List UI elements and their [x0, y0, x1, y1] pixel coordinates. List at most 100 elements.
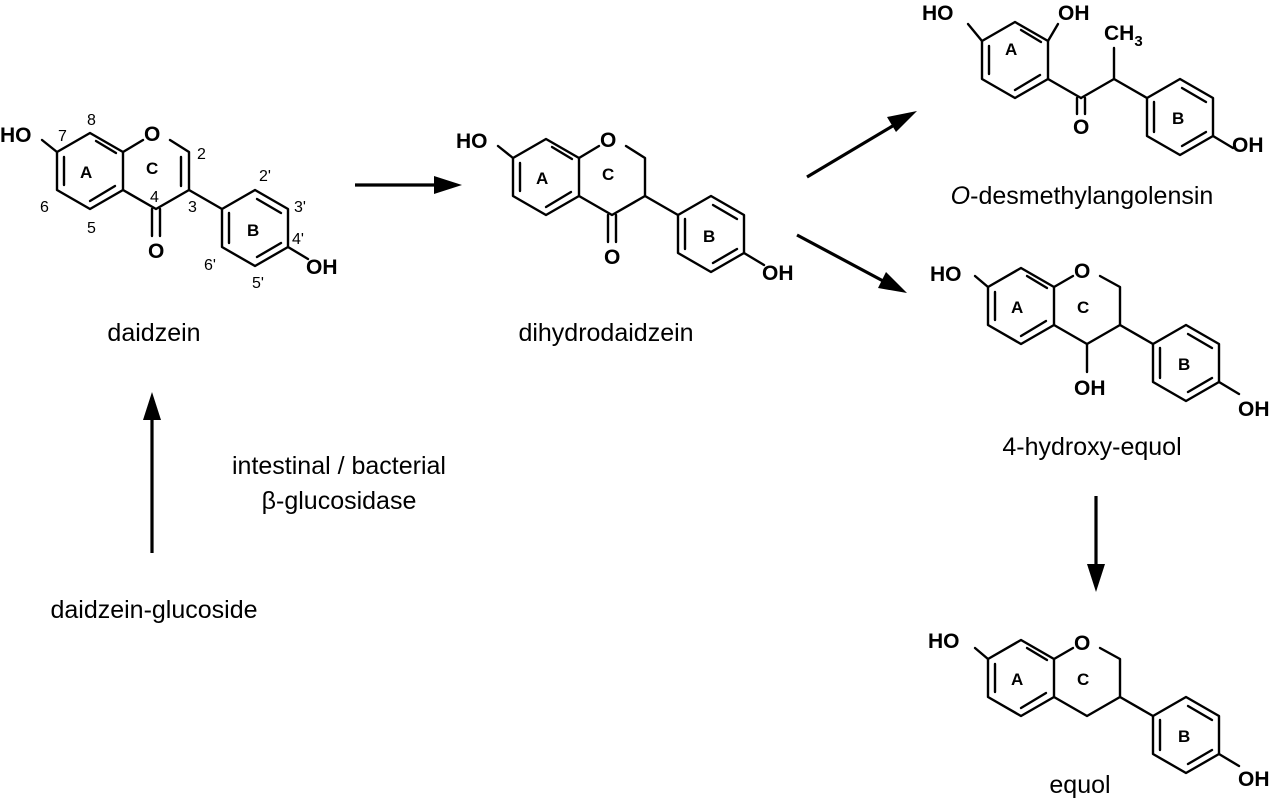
arrow-dihydrodaidzein-to-odma-shaft	[806, 122, 897, 179]
daidzein-o1-label: O	[144, 123, 160, 146]
daidzein-position-3p: 3'	[294, 199, 306, 216]
daidzein-structure: HO O O OH A C B 7 8 2 4 6 5 3 2' 3' 4' 5…	[0, 112, 338, 347]
dihydrodaidzein-ring-b-double-2	[711, 203, 739, 221]
daidzein-ring-a-label: A	[80, 163, 92, 182]
odma-ring-b-label: B	[1172, 109, 1184, 128]
odma-ch-text: CH	[1104, 22, 1134, 45]
equol-ring-a-double-3	[1025, 646, 1049, 662]
equol-ring-b-label: B	[1178, 727, 1190, 746]
enzyme-label-line-1: intestinal / bacterial	[232, 452, 446, 480]
equol-ring-c-label: C	[1077, 670, 1089, 689]
dihydrodaidzein-c4p-oh-bond	[742, 251, 766, 267]
arrow-hydroxy-equol-to-equol	[1087, 496, 1105, 592]
daidzein-ring-c-label: C	[146, 159, 158, 178]
odma-carbonyl-o-label: O	[1073, 116, 1089, 139]
arrow-hydroxy-equol-to-equol-head	[1087, 564, 1105, 592]
equol-o1-label: O	[1074, 632, 1090, 655]
equol-ring-b-double-2	[1186, 704, 1214, 722]
daidzein-ring-b-label: B	[247, 221, 259, 240]
odma-ring-a-label: A	[1005, 40, 1017, 59]
odma-ch3-subscript: 3	[1134, 33, 1142, 50]
daidzein-position-3: 3	[188, 199, 197, 216]
odma-ring-a-double-2	[1013, 73, 1042, 92]
daidzein-carbonyl-o-label: O	[148, 240, 164, 263]
odma-ring-a-double-3	[1019, 28, 1043, 44]
daidzein-c4p-oh-bond	[286, 245, 310, 261]
dihydrodaidzein-o1-label: O	[600, 129, 616, 152]
equol-structure: HO O OH A C B equol	[928, 630, 1270, 799]
daidzein-bond-c8a-o1	[121, 138, 145, 154]
hydroxy-equol-ring-a-label: A	[1011, 298, 1023, 317]
daidzein-position-4: 4	[150, 189, 159, 206]
daidzein-position-7: 7	[58, 128, 67, 145]
odma-ring-b-double-2	[1180, 86, 1208, 104]
arrow-dihydrodaidzein-to-hydroxy-equol	[796, 233, 907, 293]
dihydrodaidzein-oh-label: OH	[762, 262, 794, 285]
arrow-dihydrodaidzein-to-odma	[806, 111, 917, 179]
hydroxy-equol-oh-label: OH	[1238, 398, 1270, 421]
hydroxy-equol-bond-c8a-o1	[1052, 274, 1075, 289]
daidzein-c7-oh-bond	[40, 138, 59, 154]
hydroxy-equol-c7-oh-bond	[973, 274, 990, 289]
arrow-dihydrodaidzein-to-hydroxy-equol-head	[878, 272, 907, 293]
arrow-dihydrodaidzein-to-odma-head	[887, 111, 917, 132]
glucoside-name: daidzein-glucoside	[50, 596, 257, 624]
hydroxy-equol-name: 4-hydroxy-equol	[1002, 433, 1181, 461]
odma-carbonyl-ch-bond	[1079, 77, 1116, 100]
odma-name: O-desmethylangolensin	[951, 182, 1214, 210]
odma-c4p-oh-bond	[1211, 134, 1235, 150]
equol-c7-oh-bond	[973, 646, 990, 661]
daidzein-ho-label: HO	[0, 124, 32, 147]
daidzein-name: daidzein	[107, 319, 200, 347]
equol-ring-b-double-3	[1186, 748, 1214, 766]
odma-ch3-label: CH3	[1104, 22, 1143, 50]
odma-oh-label: OH	[1058, 2, 1090, 25]
odma-ring-b-double-3	[1180, 130, 1208, 148]
equol-ho-label: HO	[928, 630, 960, 653]
dihydrodaidzein-c7-oh-bond	[496, 144, 515, 160]
daidzein-position-5p: 5'	[252, 275, 264, 292]
equol-c4p-oh-bond	[1217, 752, 1241, 768]
daidzein-position-2: 2	[197, 146, 206, 163]
daidzein-ring-a-double-2	[88, 184, 117, 203]
equol-name: equol	[1049, 771, 1110, 799]
odma-ho-label: HO	[922, 2, 954, 25]
enzyme-label-line-2: β-glucosidase	[262, 487, 417, 515]
odma-aryl-carbonyl-bond	[1046, 77, 1083, 100]
daidzein-ring-b-double-3	[255, 241, 283, 259]
dihydrodaidzein-bond-c8a-o1	[577, 144, 601, 160]
hydroxy-equol-ring-c-label: C	[1077, 298, 1089, 317]
odma-name-rest: -desmethylangolensin	[970, 182, 1213, 210]
daidzein-ring-a-double-3	[94, 139, 118, 155]
arrow-glucoside-to-daidzein-head	[143, 392, 161, 420]
hydroxy-equol-ring-a-double-2	[1019, 319, 1048, 338]
dihydrodaidzein-ring-b-double-3	[711, 247, 739, 265]
daidzein-position-2p: 2'	[259, 168, 271, 185]
equol-oh-label: OH	[1238, 768, 1270, 791]
hydroxy-equol-ring-b-double-3	[1186, 376, 1214, 394]
daidzein-position-8: 8	[87, 112, 96, 129]
dihydrodaidzein-ring-a-double-2	[544, 190, 573, 209]
hydroxy-equol-c3-c1p-bond	[1118, 323, 1155, 346]
odma-ring-a	[980, 20, 1050, 100]
daidzein-position-6p: 6'	[204, 257, 216, 274]
hydroxy-equol-structure: HO O OH OH A C B 4-hydroxy-equol	[930, 260, 1270, 461]
dihydrodaidzein-name: dihydrodaidzein	[518, 319, 693, 347]
dihydrodaidzein-carbonyl-o-label: O	[604, 246, 620, 269]
odma-ho-bond	[966, 22, 984, 43]
hydroxy-equol-ring-a-double-3	[1025, 274, 1049, 290]
dihydrodaidzein-structure: HO O O OH A C B dihydrodaidzein	[456, 129, 794, 347]
dihydrodaidzein-ring-a-double-3	[550, 145, 574, 161]
dihydrodaidzein-c3-c1p-bond	[643, 194, 680, 217]
equol-ring-a-double-2	[1019, 691, 1048, 710]
arrow-daidzein-to-dihydrodaidzein	[355, 176, 462, 194]
daidzein-position-6: 6	[40, 199, 49, 216]
hydroxy-equol-ho-label: HO	[930, 263, 962, 286]
dihydrodaidzein-ring-c-label: C	[602, 165, 614, 184]
hydroxy-equol-ring-b-label: B	[1178, 355, 1190, 374]
hydroxy-equol-o1-label: O	[1074, 260, 1090, 283]
odma-name-italic: O	[951, 182, 970, 210]
arrow-dihydrodaidzein-to-hydroxy-equol-shaft	[796, 233, 886, 284]
daidzein-c3-c1p-bond	[187, 188, 224, 211]
